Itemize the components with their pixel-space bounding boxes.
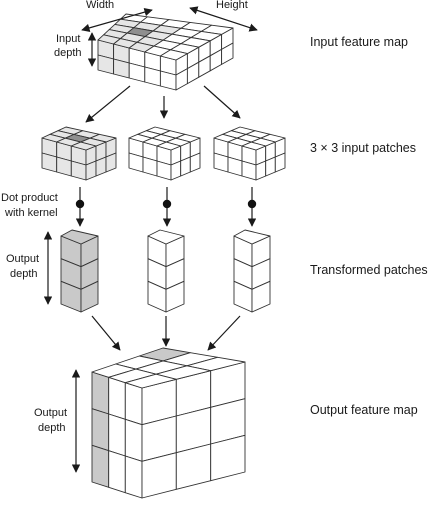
arrow-map-to-patch-3 (203, 85, 241, 119)
right-face-cell (80, 280, 99, 313)
top-face-cell (233, 229, 271, 245)
output-feature-map (91, 347, 246, 499)
transformed-patches-label: Transformed patches (310, 263, 428, 277)
left-face-cell (108, 376, 126, 420)
input-feature-map (97, 13, 234, 91)
dot-product-node-1 (75, 199, 85, 209)
input-depth-label-line1: Input (56, 33, 80, 45)
output-depth-small-label-line2: depth (10, 268, 38, 280)
top-face-cell (159, 49, 188, 61)
left-face-cell (124, 382, 143, 426)
dot-product-label-line1: Dot product (1, 192, 58, 204)
right-face-cell (165, 280, 185, 313)
input-patch-1 (41, 126, 117, 181)
left-face-cell (91, 408, 110, 452)
top-face-cell (70, 141, 97, 151)
left-face-cell (108, 413, 126, 457)
right-face-cell (274, 152, 286, 173)
arrow-map-to-patch-1 (85, 85, 131, 123)
dot-product-node-3 (247, 199, 257, 209)
output-depth-big-label-line1: Output (34, 407, 67, 419)
input-patches-label: 3 × 3 input patches (310, 141, 416, 155)
input-feature-map-label: Input feature map (310, 35, 408, 49)
output-depth-big-label-line2: depth (38, 422, 66, 434)
input-patch-3 (213, 126, 286, 181)
right-face-cell (105, 152, 117, 173)
height-arrow (189, 6, 258, 32)
left-face-cell (108, 450, 126, 494)
input-patch-2 (128, 126, 201, 181)
right-face-cell (251, 280, 271, 313)
top-face-cell (124, 373, 177, 389)
left-face-cell (91, 371, 110, 415)
right-face-cell (210, 434, 246, 482)
top-face-cell (147, 229, 185, 245)
transformed-patch-1 (60, 229, 99, 313)
arrow-vec-3-to-output (207, 315, 241, 351)
right-face-cell (189, 152, 201, 173)
height-label: Height (216, 0, 248, 11)
transformed-patch-2 (147, 229, 185, 313)
input-depth-label-line2: depth (54, 47, 82, 59)
transformed-patch-3 (233, 229, 271, 313)
arrow-vec-1-to-output (91, 315, 121, 351)
left-face-cell (91, 444, 110, 488)
left-face-cell (124, 418, 143, 462)
top-face-cell (241, 141, 267, 151)
top-face-cell (156, 141, 182, 151)
right-face-cell (221, 42, 234, 65)
dot-product-label-line2: with kernel (4, 207, 58, 219)
width-label: Width (86, 0, 114, 11)
left-face-cell (124, 455, 143, 499)
output-feature-map-label: Output feature map (310, 403, 418, 417)
top-face-cell (60, 229, 99, 245)
width-arrow (81, 8, 153, 32)
output-depth-small-label-line1: Output (6, 253, 39, 265)
dot-product-node-2 (162, 199, 172, 209)
